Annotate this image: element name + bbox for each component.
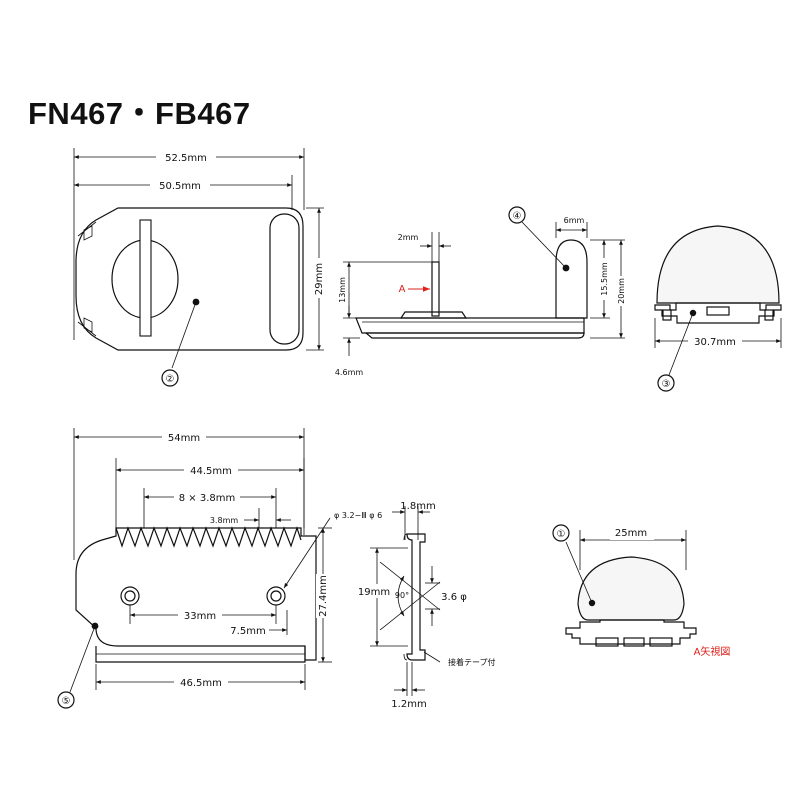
side-height-label: 13mm <box>338 277 347 303</box>
top-slot <box>269 213 300 345</box>
callout-5-circle <box>57 691 75 709</box>
side-knob <box>555 239 588 319</box>
callout-3-circle <box>657 374 675 392</box>
callout-1-label: ① <box>557 529 566 540</box>
plate-view: 54mm 44.5mm 8 × 3.8mm 3.8mm <box>57 428 382 709</box>
a-view: 25mm ① A矢視図 <box>552 524 731 658</box>
side-base-plate <box>355 317 585 334</box>
callout-3-label: ③ <box>662 379 671 390</box>
top-width-inner-label: 50.5mm <box>159 181 201 192</box>
plate-width-bottom-label: 46.5mm <box>180 678 222 689</box>
a-view-base <box>565 619 697 645</box>
plate-side-angle-label: 90° <box>395 591 409 600</box>
plate-side-height-label: 19mm <box>358 587 390 598</box>
plate-width-total-label: 54mm <box>168 433 200 444</box>
top-plate-outline <box>75 207 304 351</box>
side-arrow-label: A <box>399 284 406 295</box>
side-knob-height-label: 15.5mm <box>600 262 609 296</box>
top-height-label: 29mm <box>314 263 325 295</box>
plate-hole-spacing-label: 33mm <box>184 611 216 622</box>
side-base-label: 4.6mm <box>335 368 364 377</box>
side-knob-width-label: 6mm <box>564 216 585 225</box>
plate-hole-spec-label: φ 3.2−Ⅲ φ 6 <box>334 511 382 520</box>
plate-pitch-label: 8 × 3.8mm <box>179 493 235 504</box>
top-blade <box>139 219 152 337</box>
plate-hole-left <box>120 586 140 606</box>
end-width-label: 30.7mm <box>694 337 736 348</box>
plate-side-profile <box>406 533 426 661</box>
side-thickness-label: 2mm <box>398 233 419 242</box>
side-view: 2mm 13mm 4.6mm A ④ 6mm <box>335 206 628 377</box>
plate-side-tape-note: 接着テープ付 <box>448 657 496 667</box>
side-total-height-label: 20mm <box>617 278 626 304</box>
callout-5-label: ⑤ <box>62 696 71 707</box>
end-base <box>654 302 782 324</box>
drawing-title: FN467・FB467 <box>28 96 251 131</box>
plate-teeth <box>115 526 302 548</box>
plate-hole-right <box>266 586 286 606</box>
end-view: ③ 30.7mm <box>654 225 782 392</box>
plate-width-teeth-label: 44.5mm <box>190 466 232 477</box>
side-blade <box>431 261 440 317</box>
a-view-width-label: 25mm <box>615 528 647 539</box>
plate-side-thickness-top-label: 1.8mm <box>400 501 435 512</box>
plate-height-label: 27.4mm <box>318 575 329 617</box>
a-view-title-label: A矢視図 <box>694 645 731 658</box>
callout-4-circle <box>508 206 526 224</box>
plate-side-thickness-bottom-label: 1.2mm <box>391 699 426 710</box>
plate-side-hole-dia-label: 3.6 φ <box>441 592 467 603</box>
end-dome <box>656 225 780 304</box>
callout-4-label: ④ <box>513 211 522 222</box>
callout-2-label: ② <box>166 374 175 385</box>
top-width-outer-label: 52.5mm <box>165 153 207 164</box>
top-view: 52.5mm 50.5mm ② 29mm <box>73 148 326 387</box>
a-view-dome <box>577 556 685 621</box>
callout-1-circle <box>552 524 570 542</box>
plate-pitch-small-label: 3.8mm <box>210 516 239 525</box>
callout-2-circle <box>161 369 179 387</box>
plate-hole-offset-label: 7.5mm <box>230 626 265 637</box>
plate-side-view: 1.8mm 19mm 90° 3.6 φ 接着テープ付 1.2mm <box>355 501 496 710</box>
